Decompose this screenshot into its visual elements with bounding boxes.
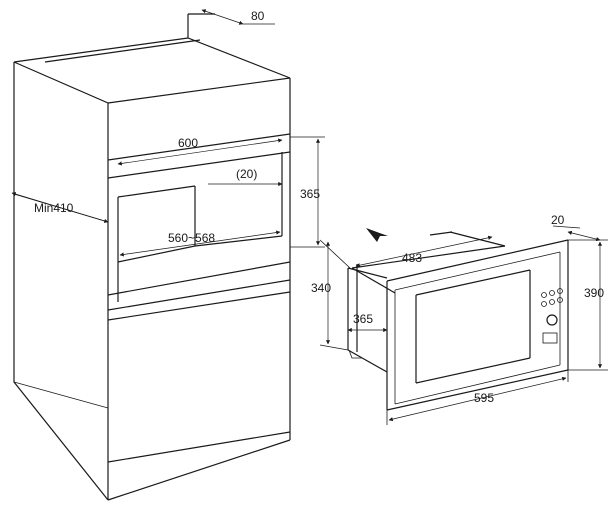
niche-min-height-label: Min410: [34, 201, 74, 215]
frame-depth-label: 20: [551, 213, 565, 227]
front-width-label: 595: [474, 391, 494, 405]
total-height-label: 390: [584, 286, 604, 300]
body-width-label: 365: [353, 312, 373, 326]
microwave-dimensions: 20 483 390 340 365 595: [311, 213, 608, 425]
body-depth-label: 483: [402, 251, 422, 265]
body-height-label: 340: [311, 281, 331, 295]
insert-direction-arrow: [366, 228, 388, 242]
niche-inset-label: (20): [236, 167, 257, 181]
cabinet-width-label: 600: [178, 136, 198, 150]
microwave-unit: [347, 228, 569, 411]
cabinet-depth-top-label: 80: [251, 9, 265, 23]
control-knob-icon: [546, 314, 558, 326]
niche-width-label: 560~568: [168, 231, 215, 245]
cabinet-dimensions: 80 600 Min410 (20) 365 560~568: [11, 9, 325, 257]
tall-cabinet: [13, 13, 291, 501]
display-panel: [542, 332, 558, 344]
niche-height-label: 365: [300, 187, 320, 201]
control-buttons: [541, 288, 563, 307]
